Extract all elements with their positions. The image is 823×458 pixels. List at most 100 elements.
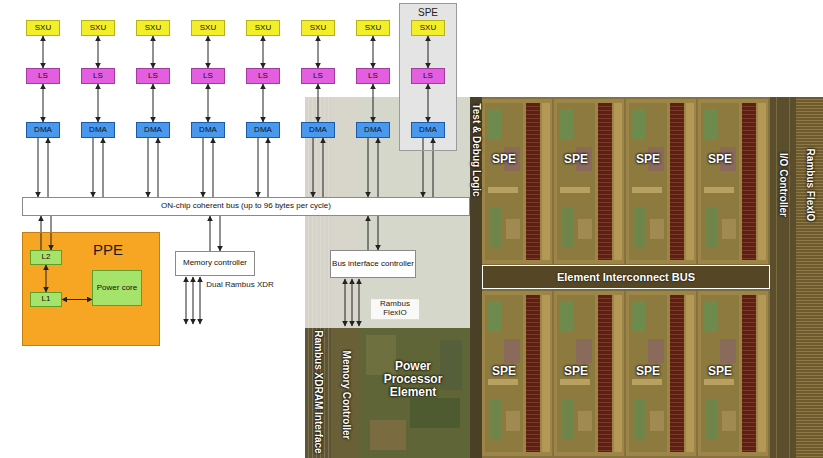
bus-arrow [220, 216, 221, 251]
local-store: LS [26, 68, 60, 84]
die-label: SPE [564, 153, 588, 166]
box-label: SXU [365, 24, 381, 33]
box-label: L2 [42, 253, 51, 262]
box-label: SXU [420, 24, 436, 33]
box-label: DMA [364, 126, 382, 135]
bus-arrow [318, 84, 319, 122]
box-label: SXU [145, 24, 161, 33]
box-label: Element Interconnect BUS [557, 271, 695, 283]
bus-arrow [368, 138, 369, 197]
bus-arrow [263, 36, 264, 68]
bus-arrow [203, 138, 204, 197]
die-label: Rambus XDRAM Interface [313, 330, 324, 453]
local-store: LS [301, 68, 335, 84]
bus-arrow [51, 216, 52, 250]
interconnect-band: Element Interconnect BUS [482, 265, 770, 289]
box-label: LS [258, 72, 268, 81]
local-store: LS [81, 68, 115, 84]
box-label: SXU [90, 24, 106, 33]
dma-engine: DMA [301, 122, 335, 138]
box-fill [22, 232, 160, 346]
bus-arrow [38, 138, 39, 197]
cache-box: L2 [30, 250, 62, 265]
bus-arrow [98, 36, 99, 68]
bus-arrow [43, 36, 44, 68]
box-label: SXU [35, 24, 51, 33]
dma-engine: DMA [81, 122, 115, 138]
bus-arrow [423, 138, 424, 197]
bus-arrow [41, 216, 42, 250]
die-label: SPE [564, 365, 588, 378]
die-label: SPE [492, 153, 516, 166]
dma-engine: DMA [246, 122, 280, 138]
controller-box: Bus interface controller [330, 250, 416, 278]
bus-arrow [268, 138, 269, 197]
die-label: Rambus FlexIO [805, 149, 816, 222]
core-box: Power core [92, 270, 142, 306]
spe-group: SPE SXU LS DMA [399, 3, 457, 151]
box-label: DMA [34, 126, 52, 135]
die-label: SPE [636, 153, 660, 166]
box-label: LS [38, 72, 48, 81]
bus-arrow [263, 84, 264, 122]
dma-engine: DMA [136, 122, 170, 138]
bus-arrow [43, 84, 44, 122]
bus-arrow [323, 138, 324, 197]
bus-arrow [208, 84, 209, 122]
bus-arrow [258, 138, 259, 197]
dma-engine: DMA [411, 122, 445, 138]
bus-label: ON-chip coherent bus (up to 96 bytes per… [161, 202, 331, 211]
local-store: LS [411, 68, 445, 84]
controller-box: Memory controller [175, 251, 255, 276]
ppe-group: PPE L2L1 Power core [22, 232, 160, 346]
bus-arrow [148, 138, 149, 197]
bus-arrow [378, 138, 379, 197]
bus-arrow [153, 84, 154, 122]
bus-arrow [153, 36, 154, 68]
box-label: LS [203, 72, 213, 81]
box-label: DMA [199, 126, 217, 135]
execution-unit: SXU [246, 20, 280, 36]
box-label: Memory controller [183, 259, 247, 268]
box-label: Power core [97, 284, 137, 293]
execution-unit: SXU [136, 20, 170, 36]
dma-engine: DMA [356, 122, 390, 138]
io-arrows [186, 277, 359, 326]
dma-engine: DMA [26, 122, 60, 138]
box-label: LS [423, 72, 433, 81]
box-label: LS [148, 72, 158, 81]
bus-arrow [46, 265, 47, 292]
die-label: Power Processor Element [370, 360, 456, 400]
local-store: LS [246, 68, 280, 84]
bus-arrow [428, 84, 429, 122]
bus-arrow [103, 138, 104, 197]
bus-arrow [93, 138, 94, 197]
execution-unit: SXU [411, 20, 445, 36]
die-label: Test & Debug Logic [471, 103, 482, 196]
box-label: LS [313, 72, 323, 81]
bus-arrow [62, 299, 92, 300]
box-label: L1 [42, 295, 51, 304]
bus-arrow [98, 84, 99, 122]
cache-box: L1 [30, 292, 62, 307]
die-label: SPE [708, 365, 732, 378]
bus-arrow [318, 36, 319, 68]
box-label: DMA [309, 126, 327, 135]
box-label: PPE [78, 242, 138, 259]
bus-arrow [433, 138, 434, 197]
execution-unit: SXU [301, 20, 335, 36]
die-label: I/O Controller [778, 153, 789, 217]
local-store: LS [191, 68, 225, 84]
bus-arrow [48, 138, 49, 197]
box-label: DMA [419, 126, 437, 135]
die-label: SPE [636, 365, 660, 378]
box-label: SPE [400, 7, 456, 18]
bus-arrow [368, 216, 369, 250]
dma-engine: DMA [191, 122, 225, 138]
box-label: DMA [144, 126, 162, 135]
box-label: DMA [89, 126, 107, 135]
coherent-bus: ON-chip coherent bus (up to 96 bytes per… [22, 197, 470, 216]
die-label: SPE [708, 153, 732, 166]
local-store: LS [356, 68, 390, 84]
box-label: SXU [200, 24, 216, 33]
